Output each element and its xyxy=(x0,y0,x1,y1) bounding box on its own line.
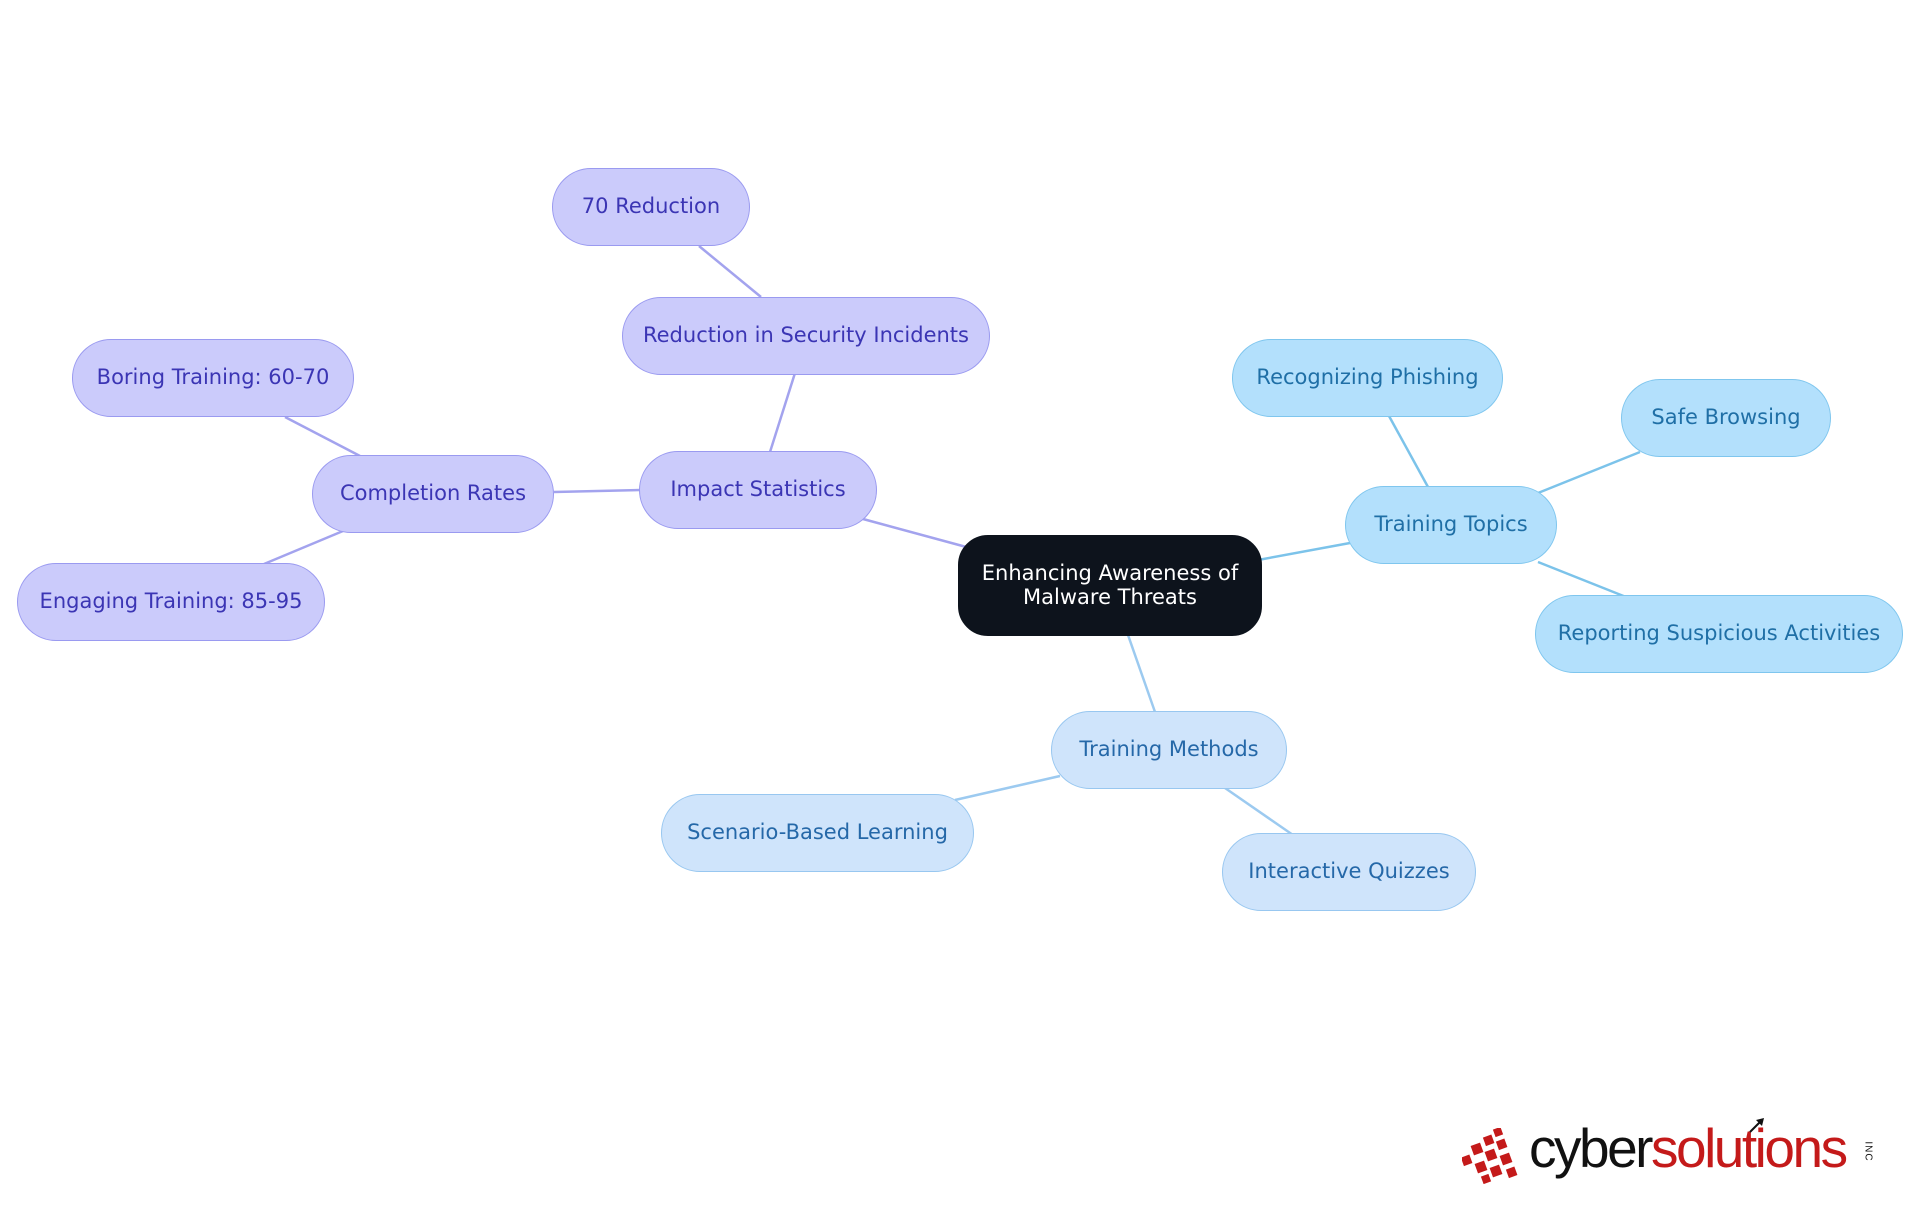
node-recognizing-phishing[interactable]: Recognizing Phishing xyxy=(1232,339,1503,417)
edge-topics-browsing xyxy=(1537,450,1641,495)
node-completion-rates[interactable]: Completion Rates xyxy=(312,455,554,533)
node-safe-browsing[interactable]: Safe Browsing xyxy=(1621,379,1831,457)
node-reporting-label: Reporting Suspicious Activities xyxy=(1557,621,1881,646)
logo-wordmark: cybersolutions xyxy=(1529,1116,1848,1180)
edge-root-impact xyxy=(862,517,971,550)
node-boring-training[interactable]: Boring Training: 60-70 xyxy=(72,339,354,417)
branch-training-methods-label: Training Methods xyxy=(1079,737,1259,762)
node-70-reduction[interactable]: 70 Reduction xyxy=(552,168,750,246)
node-reduction-in-security-incidents[interactable]: Reduction in Security Incidents xyxy=(622,297,990,375)
logo-inc-label: INC xyxy=(1862,1141,1874,1162)
edge-methods-scenario xyxy=(954,774,1061,802)
logo-arrow-icon xyxy=(1749,1118,1764,1133)
branch-training-methods[interactable]: Training Methods xyxy=(1051,711,1287,789)
mindmap-root-node[interactable]: Enhancing Awareness of Malware Threats xyxy=(958,535,1262,636)
node-engaging-training-label: Engaging Training: 85-95 xyxy=(39,589,303,614)
edge-impact-reduction xyxy=(768,372,797,453)
root-label: Enhancing Awareness of Malware Threats xyxy=(981,560,1239,609)
edge-impact-completion xyxy=(553,488,642,494)
logo-pixel-mark-icon xyxy=(1462,1128,1518,1184)
edge-topics-phishing xyxy=(1387,415,1430,488)
branch-training-topics-label: Training Topics xyxy=(1374,512,1528,537)
edge-completion-boring xyxy=(284,415,361,458)
edge-methods-quizzes xyxy=(1224,786,1294,837)
edge-reduction-70 xyxy=(698,245,762,298)
edge-root-topics xyxy=(1257,541,1351,562)
branch-training-topics[interactable]: Training Topics xyxy=(1345,486,1557,564)
branch-impact-statistics[interactable]: Impact Statistics xyxy=(639,451,877,529)
logo-word-solutions: solutions xyxy=(1651,1117,1848,1179)
node-safe-browsing-label: Safe Browsing xyxy=(1651,405,1801,430)
node-interactive-quizzes[interactable]: Interactive Quizzes xyxy=(1222,833,1476,911)
node-scenario-based-learning[interactable]: Scenario-Based Learning xyxy=(661,794,974,872)
node-boring-training-label: Boring Training: 60-70 xyxy=(96,365,330,390)
node-interactive-quizzes-label: Interactive Quizzes xyxy=(1248,859,1450,884)
cybersolutions-logo: cybersolutions INC xyxy=(1462,1117,1882,1198)
logo-word-cyber: cyber xyxy=(1529,1117,1654,1179)
edge-completion-engaging xyxy=(263,529,344,566)
branch-impact-statistics-label: Impact Statistics xyxy=(670,477,846,502)
node-reporting-suspicious-activities[interactable]: Reporting Suspicious Activities xyxy=(1535,595,1903,673)
node-70-reduction-label: 70 Reduction xyxy=(581,194,721,219)
edge-root-methods xyxy=(1126,634,1157,713)
node-reduction-label: Reduction in Security Incidents xyxy=(642,323,969,348)
node-recognizing-phishing-label: Recognizing Phishing xyxy=(1256,365,1479,390)
node-engaging-training[interactable]: Engaging Training: 85-95 xyxy=(17,563,325,641)
node-completion-rates-label: Completion Rates xyxy=(339,481,527,506)
node-scenario-label: Scenario-Based Learning xyxy=(687,820,948,845)
edge-topics-reporting xyxy=(1537,560,1627,599)
